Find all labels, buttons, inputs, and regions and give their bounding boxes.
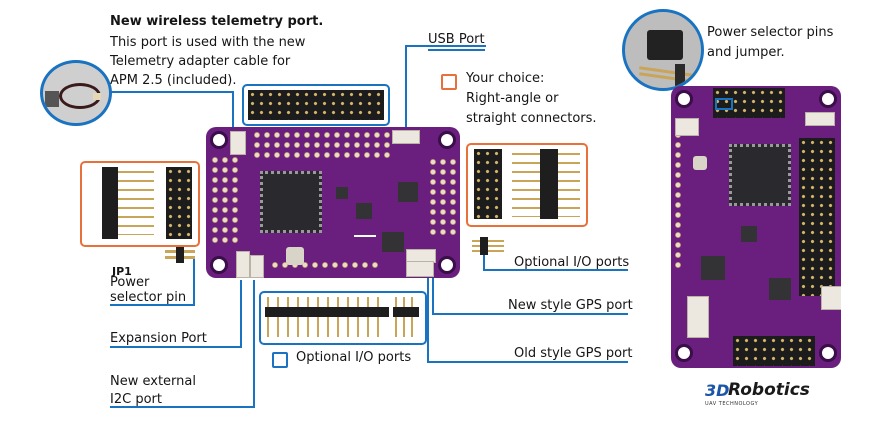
jumper-body [647,30,683,60]
i2c-line-2: I2C port [110,392,162,407]
power-selector-line-1: Power selector pins [707,25,834,40]
optional-io-bottom-label: Optional I/O ports [296,350,412,365]
side-hole-br [819,344,837,362]
mount-hole-br [438,256,456,274]
right-angle-pins [118,171,154,235]
power-jumper-photo [622,9,704,91]
your-choice-line-3: straight connectors. [466,111,597,126]
blue-legend-square [272,352,288,368]
your-choice-line-2: Right-angle or [466,91,559,106]
side-hole-tr [819,90,837,108]
new-gps-label: New style GPS port [508,298,633,313]
left-connector-box [80,161,200,247]
logo-tagline: UAV TECHNOLOGY [705,401,759,407]
side-connector-top [675,118,699,136]
old-gps-label: Old style GPS port [514,346,633,361]
header-pins [248,90,384,120]
chip-d [336,187,348,199]
triple-pins-block [393,307,419,317]
side-bottom-headers [733,336,815,366]
jp1-pin-block [176,247,184,263]
side-right-headers [799,138,835,296]
leader-new-gps [432,272,628,315]
reset-button [286,247,304,265]
usb-port-label: USB Port [428,30,485,51]
right-angle-header [102,167,118,239]
pad-grid-top [252,130,392,160]
telemetry-cable-photo [40,60,112,126]
straight-header [166,167,192,239]
expansion-port [236,251,250,278]
io-pin-block [480,237,488,255]
pad-grid-left [210,155,240,245]
jp1-line-2: selector pin [110,290,187,305]
side-chip-a [741,226,757,242]
leader-i2c [110,280,255,408]
bottom-header-box [259,291,427,345]
io-pin-3 [472,250,504,252]
main-processor-chip [260,171,322,233]
expansion-port-label: Expansion Port [110,331,207,346]
chip-a [398,182,418,202]
i2c-port [250,255,264,278]
side-hole-tl [675,90,693,108]
leader-telemetry [110,91,234,140]
side-hole-bl [675,344,693,362]
side-usb [821,286,841,310]
io-pin-1 [472,240,504,242]
i2c-line-1: New external [110,374,196,389]
straight-header-right [474,149,502,219]
telemetry-line-3: APM 2.5 (included). [110,73,237,88]
straight-pins-block [265,307,389,317]
io-pin-2 [472,245,504,247]
side-jumper-highlight [715,98,733,110]
power-selector-line-2: and jumper. [707,45,785,60]
side-chip-b [769,278,791,300]
optional-io-right-label: Optional I/O ports [514,255,630,270]
your-choice-line-1: Your choice: [466,71,545,86]
telemetry-port [230,131,246,155]
old-gps-port [406,261,434,277]
chip-b [356,203,372,219]
logo-robotics: Robotics [728,380,810,400]
jp1-line-1: Power [110,275,150,290]
telemetry-line-2: Telemetry adapter cable for [110,54,291,69]
telemetry-line-1: This port is used with the new [110,35,306,50]
mount-hole-tl [210,131,228,149]
triple-pins [395,297,419,337]
orange-legend-square [441,74,457,90]
jp1-code: JP1 [112,265,132,278]
side-connector-bl [687,296,709,338]
mount-hole-tr [438,131,456,149]
top-header-box [242,84,390,126]
side-reset-button [693,156,707,170]
cable-connector [45,91,59,107]
cable-plug [93,93,101,100]
jumper-pin-block [675,64,685,86]
usb-port [392,130,420,144]
right-connector-box [466,143,588,227]
leader-jp1 [110,258,195,306]
right-angle-header-right [540,149,558,219]
side-pcb-board [671,86,841,368]
side-pad-grid [673,130,685,270]
leader-old-gps [427,272,628,363]
chip-c [382,232,404,252]
main-pcb-board [206,127,460,278]
leader-expansion [110,280,242,348]
straight-pins-row [267,297,387,337]
side-chip-c [701,256,725,280]
logo-3d: 3D [705,381,730,400]
telemetry-heading: New wireless telemetry port. [110,14,324,29]
leader-usb [405,45,486,128]
arrow-marking [354,235,376,237]
pad-grid-right [428,157,458,237]
side-main-chip [729,144,791,206]
side-top-headers [713,88,785,118]
leader-optional-io-right [483,252,628,271]
side-connector-tr [805,112,835,126]
mount-hole-bl [210,256,228,274]
